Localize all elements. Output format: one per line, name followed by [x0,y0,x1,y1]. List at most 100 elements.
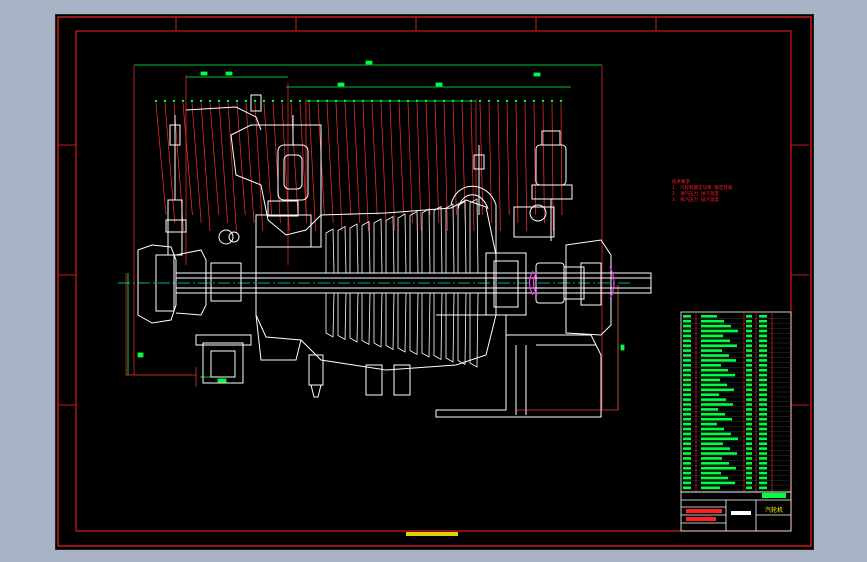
bom-cell [746,452,752,455]
bom-cell [683,462,691,465]
bom-cell [683,457,691,460]
balloon-marker [496,99,500,103]
leader-lines [125,65,619,411]
bom-cell [759,437,767,441]
balloon-marker [154,99,158,103]
bom-cell [683,452,691,455]
balloon-marker [532,99,536,103]
bom-cell [683,427,691,431]
bom-cell [746,319,752,323]
bom-cell [683,315,691,318]
bom-cell [683,403,691,406]
bom-cell [746,462,752,465]
balloon-marker [307,99,311,103]
balloon-marker [406,99,410,103]
bom-cell [683,442,691,445]
balloon-marker [415,99,419,103]
bom-cell [759,486,767,490]
bom-cell [683,339,691,343]
balloon-marker [163,99,167,103]
bom-cell [759,398,767,401]
bom-cell [701,403,733,406]
bom-cell [746,398,752,401]
balloon-marker [235,99,239,103]
balloon-marker [262,99,266,103]
bom-cell [759,315,767,318]
bom-cell [701,329,738,333]
bom-cell [759,373,767,377]
scale-bar [406,532,458,536]
bom-cell [683,437,691,441]
note-line-1: 1. 汽轮机额定功率 额定转速 [672,184,733,191]
bom-cell [746,315,752,318]
bom-cell [746,373,752,377]
bom-cell [759,354,767,357]
bom-cell [683,344,691,347]
drawing-title: 汽轮机 [765,506,783,514]
bom-cell [759,427,767,431]
bom-cell [701,432,731,436]
bom-cell [683,466,691,470]
bom-cell [759,364,767,367]
balloon-leaders [154,99,563,232]
bom-cell [746,324,752,328]
bom-cell [683,354,691,357]
bom-cell [701,315,717,318]
balloon-marker [316,99,320,103]
note-line-3: 3. 排汽压力 排汽温度 [672,196,719,203]
balloon-marker [181,99,185,103]
bom-cell [701,398,726,401]
bom-cell [683,486,691,490]
bom-cell [701,481,735,485]
bom-cell [746,364,752,367]
bom-cell [746,447,752,450]
bom-cell [746,359,752,362]
bom-cell [701,452,737,455]
bom-cell [746,354,752,357]
balloon-marker [325,99,329,103]
bom-cell [746,378,752,382]
bom-cell [683,329,691,333]
balloon-marker [208,99,212,103]
balloon-marker [361,99,365,103]
balloon-marker [523,99,527,103]
bom-cell [683,393,691,396]
bom-cell [746,422,752,426]
valve-chest [230,124,322,236]
balloon-marker [433,99,437,103]
bom-cell [746,427,752,431]
bom-cell [759,319,767,323]
bom-cell [759,422,767,426]
bom-cell [701,339,730,343]
drawing-frame [57,16,812,547]
bom-cell [746,413,752,416]
bom-cell [701,417,732,421]
bom-cell [701,466,736,470]
bom-cell [701,319,724,323]
bom-cell [759,457,767,460]
bom-cell [683,368,691,372]
bom-cell [683,481,691,485]
bom-cell [759,413,767,416]
bom-cell [701,334,723,338]
technical-notes: 技术要求 1. 汽轮机额定功率 额定转速 2. 进汽压力 进汽温度 3. 排汽压… [672,178,733,203]
bom-cell [746,329,752,333]
coupling-highlight [528,266,615,300]
bom-cell [701,413,725,416]
bom-cell [746,388,752,392]
bom-cell [759,476,767,480]
turbine-body [137,94,652,418]
bom-cell [701,359,736,362]
bom-cell [759,403,767,406]
bom-cell [759,388,767,392]
bom-cell [759,432,767,436]
rotor-shaft [175,272,652,294]
cad-viewport[interactable]: 技术要求 1. 汽轮机额定功率 额定转速 2. 进汽压力 进汽温度 3. 排汽压… [55,14,814,550]
bom-cell [683,378,691,382]
balloon-marker [370,99,374,103]
balloon-marker [343,99,347,103]
bom-cell [759,359,767,362]
bom-cell [683,471,691,475]
bom-cell [683,476,691,480]
bom-cell [759,334,767,338]
